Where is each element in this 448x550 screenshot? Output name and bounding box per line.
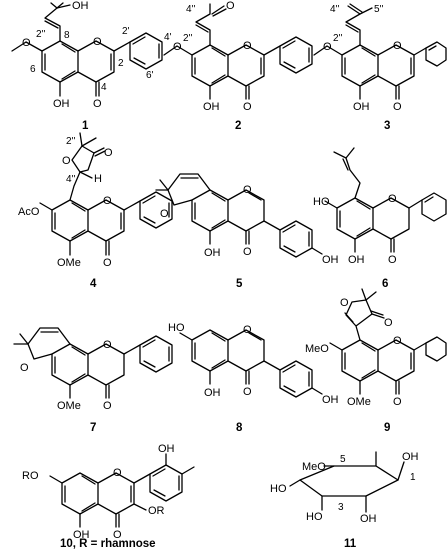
atom-label: OH xyxy=(204,247,221,259)
position-number: 6 xyxy=(30,64,36,75)
atom-label: OH xyxy=(322,254,339,266)
position-number: 2'' xyxy=(36,29,45,40)
atom-label: OH xyxy=(348,254,365,266)
atom-label: O xyxy=(62,155,71,167)
position-number: 6' xyxy=(146,70,154,81)
position-number: 3 xyxy=(338,502,344,513)
atom-label: MeO xyxy=(305,343,329,355)
structure-2 xyxy=(163,3,313,100)
compound-number: 2 xyxy=(235,120,241,132)
compound-label: 10, R = rhamnose xyxy=(60,538,156,550)
position-number: 8 xyxy=(64,30,70,41)
atom-label: O xyxy=(173,41,182,53)
structure-6 xyxy=(324,147,447,253)
atom-label: O xyxy=(22,37,31,49)
position-number: 4'' xyxy=(186,4,195,15)
atom-label: O xyxy=(93,36,102,48)
atom-label: OH xyxy=(402,451,419,463)
atom-label: O xyxy=(226,0,235,12)
atom-label: OH xyxy=(353,101,370,113)
structure-8 xyxy=(179,329,323,398)
position-number: 2'' xyxy=(66,136,75,147)
atom-label: O xyxy=(113,467,122,479)
atom-label: O xyxy=(323,41,332,53)
atom-label: OR xyxy=(148,505,165,517)
structure-5 xyxy=(155,173,323,258)
position-number: 4'' xyxy=(330,4,339,15)
atom-label: O xyxy=(243,386,252,398)
atom-label: O xyxy=(384,317,393,329)
compound-number: 4 xyxy=(90,278,97,290)
atom-label: OMe xyxy=(57,257,81,269)
compound-number: 6 xyxy=(382,278,388,290)
atom-label: OH xyxy=(158,443,175,455)
atom-label: O xyxy=(243,324,252,336)
atom-label: HO xyxy=(313,196,330,208)
position-number: 5 xyxy=(340,454,346,465)
atom-label: O xyxy=(113,529,122,541)
atom-label: O xyxy=(160,208,169,220)
atom-label: OMe xyxy=(347,396,371,408)
atom-label: OH xyxy=(73,529,90,541)
compound-number: 1 xyxy=(82,120,89,132)
structure-1 xyxy=(11,2,163,97)
atom-label: OH xyxy=(360,513,377,525)
atom-label: O xyxy=(388,254,397,266)
position-number: 5'' xyxy=(374,4,383,15)
compound-number: 8 xyxy=(236,422,243,434)
atom-label: HO xyxy=(270,483,287,495)
position-number: 4'' xyxy=(66,174,75,185)
atom-label: O xyxy=(103,257,112,269)
atom-label: O xyxy=(103,195,112,207)
compound-number: 3 xyxy=(384,120,390,132)
atom-label: H xyxy=(94,173,102,185)
atom-label: HO xyxy=(168,322,185,334)
atom-label: O xyxy=(104,147,113,159)
atom-label: O xyxy=(243,40,252,52)
structure-10 xyxy=(49,453,195,528)
atom-label: AcO xyxy=(18,206,40,218)
compound-number: 11 xyxy=(344,538,357,550)
compound-number: 7 xyxy=(90,422,96,434)
atom-label: O xyxy=(388,193,397,205)
structure-11 xyxy=(289,451,405,513)
atom-label: O xyxy=(103,339,112,351)
atom-label: O xyxy=(243,101,252,113)
position-number: 2 xyxy=(118,58,124,69)
atom-label: RO xyxy=(22,470,39,482)
atom-label: O xyxy=(243,246,252,258)
atom-label: O xyxy=(20,362,29,374)
structure-7 xyxy=(13,327,173,399)
atom-label: OH xyxy=(72,0,89,12)
position-number: 2'' xyxy=(333,33,342,44)
atom-label: O xyxy=(93,98,102,110)
atom-label: O xyxy=(340,297,349,309)
structure-3 xyxy=(313,3,447,100)
structure-9 xyxy=(329,288,447,395)
atom-label: MeO xyxy=(302,461,326,473)
atom-label: OH xyxy=(203,101,220,113)
compound-number: 9 xyxy=(384,422,390,434)
compound-number: 5 xyxy=(236,278,243,290)
atom-label: OH xyxy=(53,98,70,110)
atom-label: OH xyxy=(204,387,221,399)
position-number: 2' xyxy=(122,26,130,37)
position-number: 4 xyxy=(101,82,107,93)
atom-label: O xyxy=(243,184,252,196)
atom-label: O xyxy=(393,40,402,52)
atom-label: O xyxy=(393,396,402,408)
atom-label: O xyxy=(393,335,402,347)
position-number: 4' xyxy=(164,32,172,43)
position-number: 1 xyxy=(410,472,416,483)
structure-4 xyxy=(39,132,173,256)
atom-label: O xyxy=(393,101,402,113)
atom-label: OH xyxy=(322,394,339,406)
atom-label: O xyxy=(103,400,112,412)
position-number: 2'' xyxy=(183,33,192,44)
atom-label: HO xyxy=(306,511,323,523)
atom-label: OMe xyxy=(57,400,81,412)
